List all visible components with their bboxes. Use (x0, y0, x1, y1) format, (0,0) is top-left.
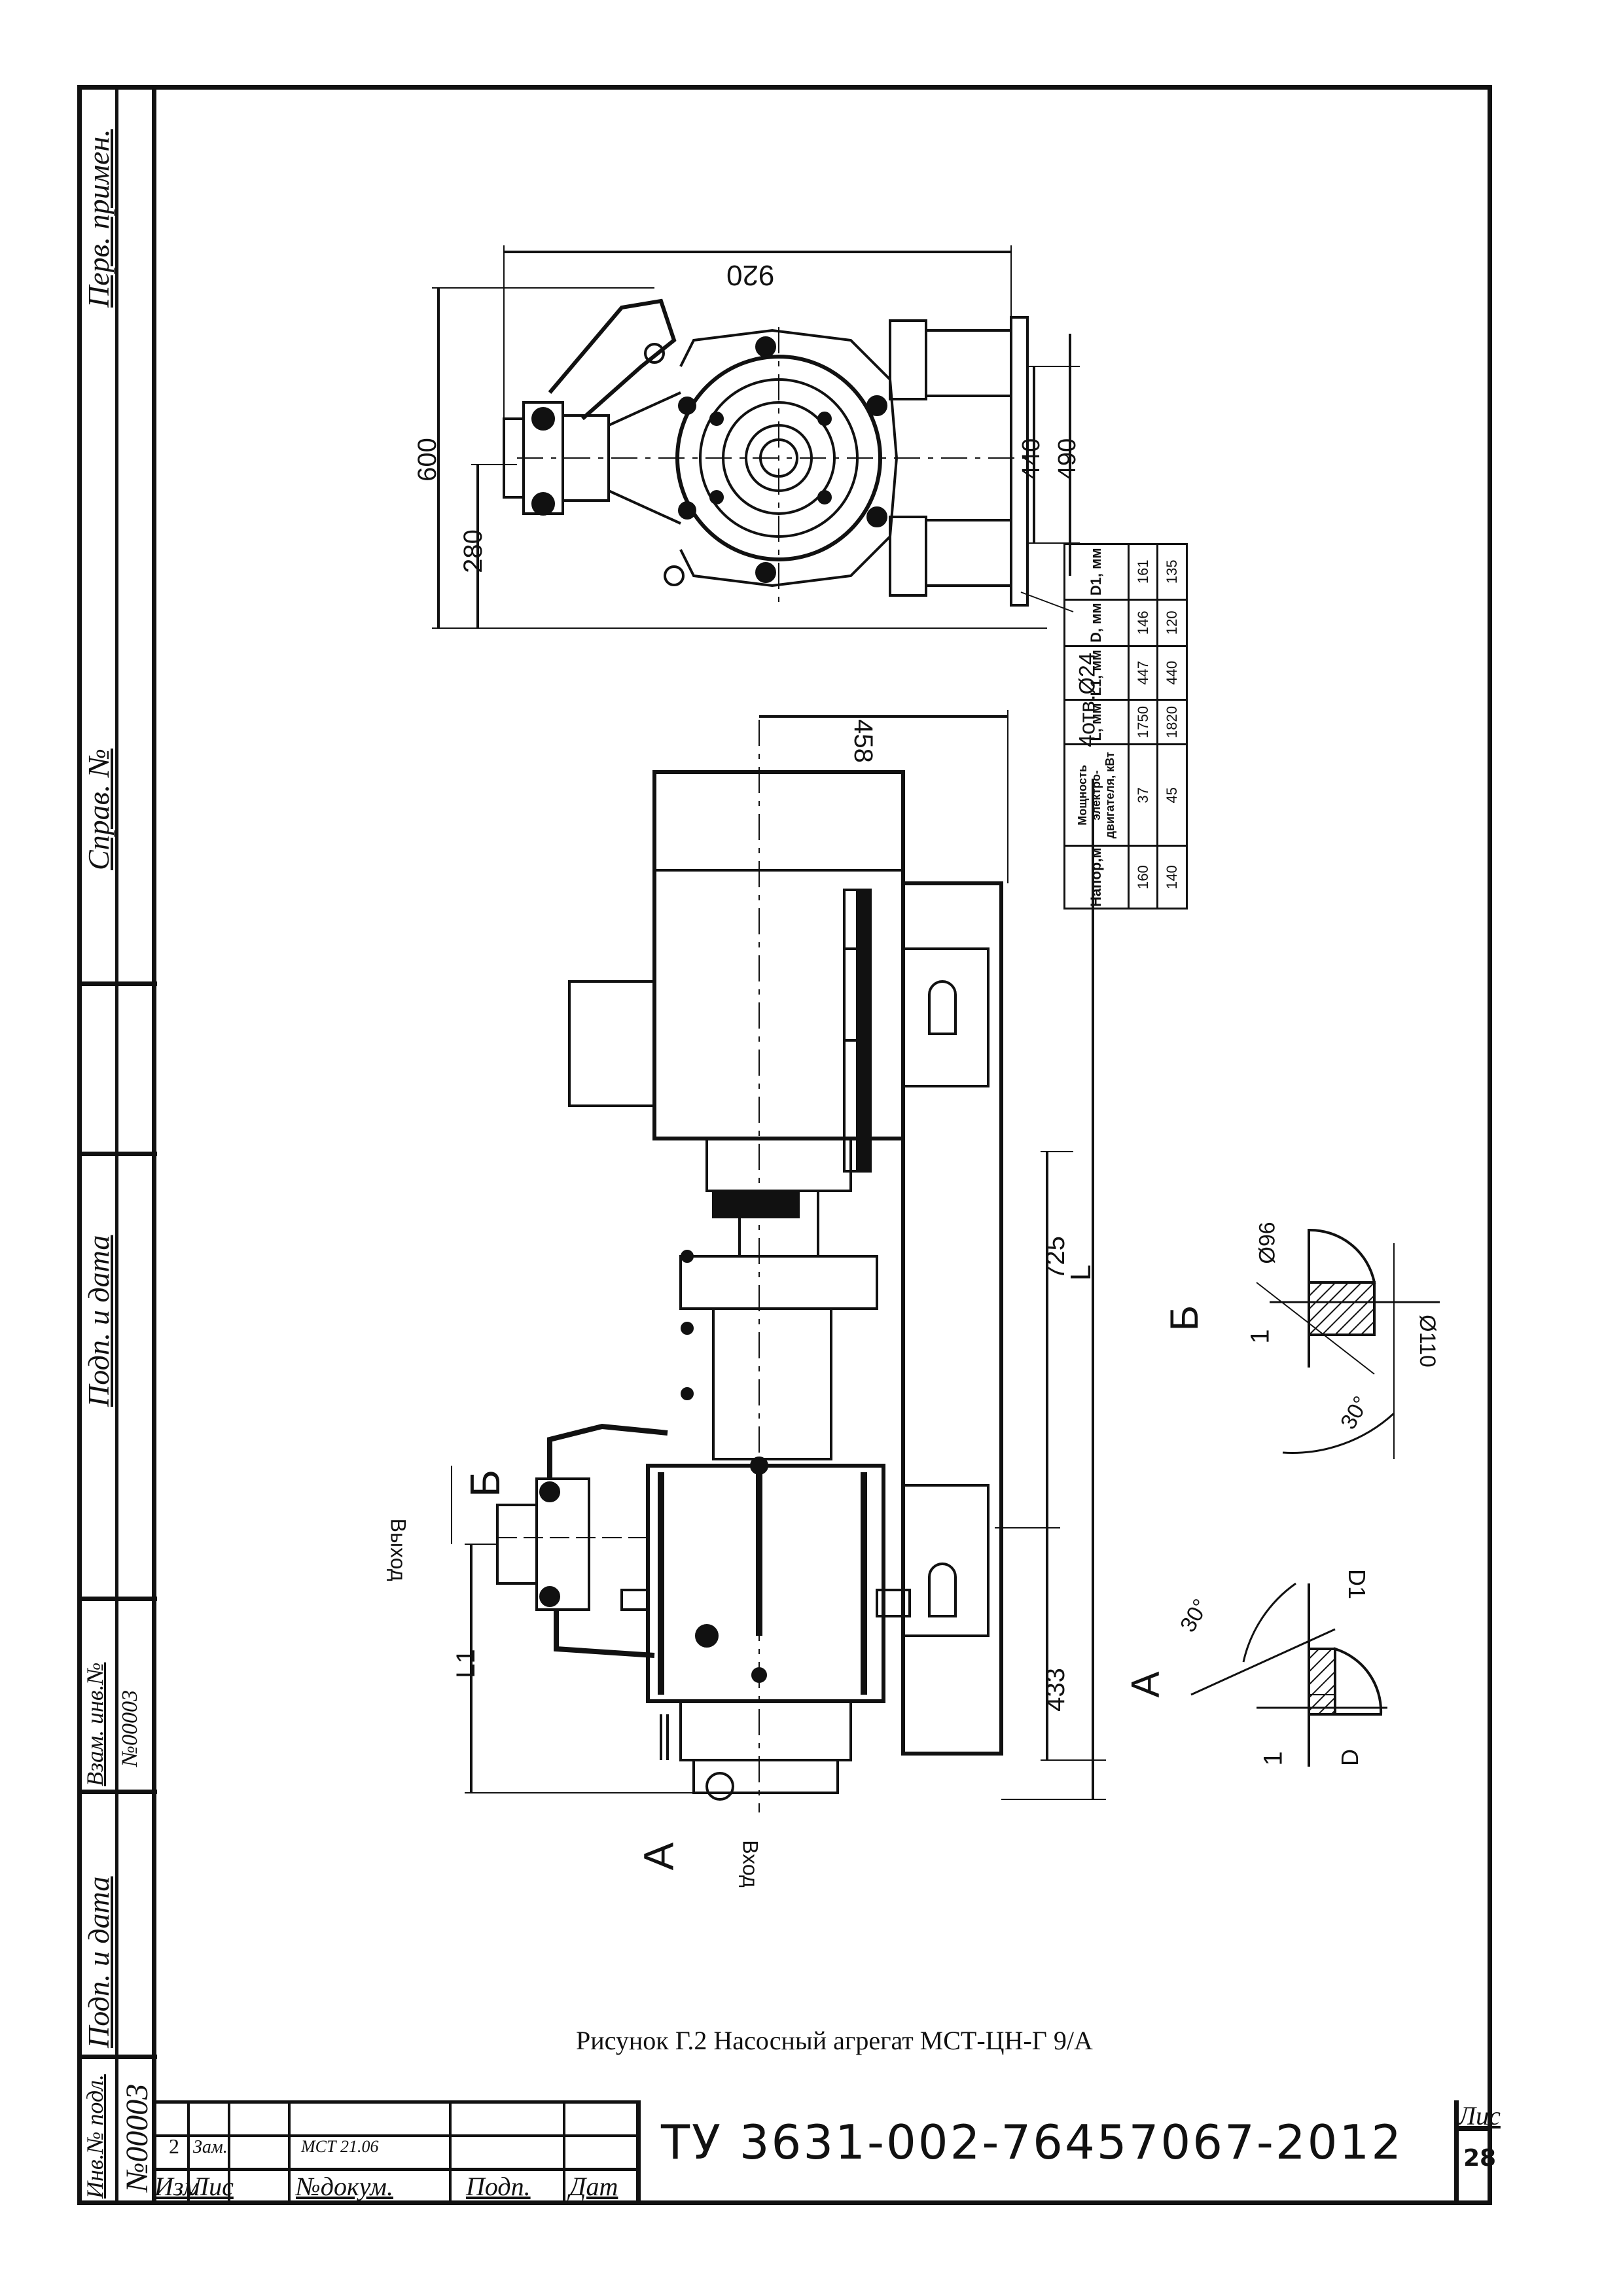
document-number: ТУ 3631-002-76457067-2012 (661, 2115, 1404, 2170)
col-ndoc: №докум. (296, 2172, 393, 2201)
cell: 135 (1157, 544, 1187, 600)
cell: 161 (1128, 544, 1158, 600)
cell: 120 (1157, 599, 1187, 646)
one-b: 1 (1245, 1329, 1275, 1344)
col-data: Дат (569, 2172, 618, 2201)
label-a-side: А (635, 1842, 683, 1871)
d-label: D (1336, 1749, 1363, 1766)
side-view (451, 710, 1106, 1812)
d1-label: D1 (1344, 1568, 1371, 1600)
end-view (432, 245, 1080, 629)
change-number: 2 (169, 2134, 179, 2158)
cell: 160 (1128, 845, 1158, 909)
header-napor: Напор,м (1064, 845, 1129, 909)
vyhod-label: Выход (386, 1518, 410, 1581)
header-power: Мощность электро-двигателя, кВт (1064, 744, 1129, 846)
detail-b (1256, 1228, 1440, 1459)
change-type: Зам. (193, 2137, 228, 2157)
header-D1: D1, мм (1064, 544, 1129, 600)
dim-280: 280 (458, 529, 488, 573)
table-row: 160 37 1750 447 146 161 (1128, 544, 1158, 909)
table-row: 140 45 1820 440 120 135 (1157, 544, 1187, 909)
vhod-label: Вход (738, 1840, 762, 1888)
detail-b-label: Б (1162, 1305, 1207, 1332)
cell: 1750 (1128, 699, 1158, 745)
dim-920: 920 (726, 259, 775, 291)
header-L1: L1, мм (1064, 646, 1129, 700)
cell: 37 (1128, 744, 1158, 846)
drawing-frame (152, 85, 1492, 2205)
dim-L1: L1 (451, 1649, 480, 1678)
dim-600: 600 (412, 438, 442, 482)
cell: 140 (1157, 845, 1187, 909)
strip-divider (115, 90, 118, 2205)
col-podp: Подп. (466, 2172, 531, 2201)
cell: 447 (1128, 646, 1158, 700)
header-D: D, мм (1064, 599, 1129, 646)
sheet-number: 28 (1463, 2145, 1497, 2172)
sheet-label: Лис (1458, 2101, 1501, 2130)
cell: 440 (1157, 646, 1187, 700)
diam-96: Ø96 (1255, 1222, 1280, 1264)
col-list: Лис (191, 2172, 234, 2201)
cell: 146 (1128, 599, 1158, 646)
change-doc: МСТ 21.06 (301, 2137, 379, 2156)
dim-L: L (1065, 1264, 1097, 1281)
dim-433: 433 (1041, 1668, 1070, 1712)
detail-a-label: А (1123, 1671, 1168, 1698)
header-L: L, мм (1064, 699, 1129, 745)
spec-table: Напор,м Мощность электро-двигателя, кВт … (1063, 543, 1188, 910)
dim-440: 440 (1018, 438, 1046, 480)
cell: 1820 (1157, 699, 1187, 745)
cell: 45 (1157, 744, 1187, 846)
dim-458: 458 (848, 719, 878, 763)
col-izm: Изм (154, 2172, 200, 2201)
dim-490: 490 (1054, 438, 1082, 480)
figure-caption: Рисунок Г.2 Насосный агрегат МСТ-ЦН-Г 9/… (576, 2026, 1093, 2055)
diam-110: Ø110 (1414, 1315, 1440, 1368)
detail-a (1190, 1582, 1387, 1767)
one-a: 1 (1258, 1751, 1288, 1766)
label-b-side: Б (461, 1470, 508, 1497)
